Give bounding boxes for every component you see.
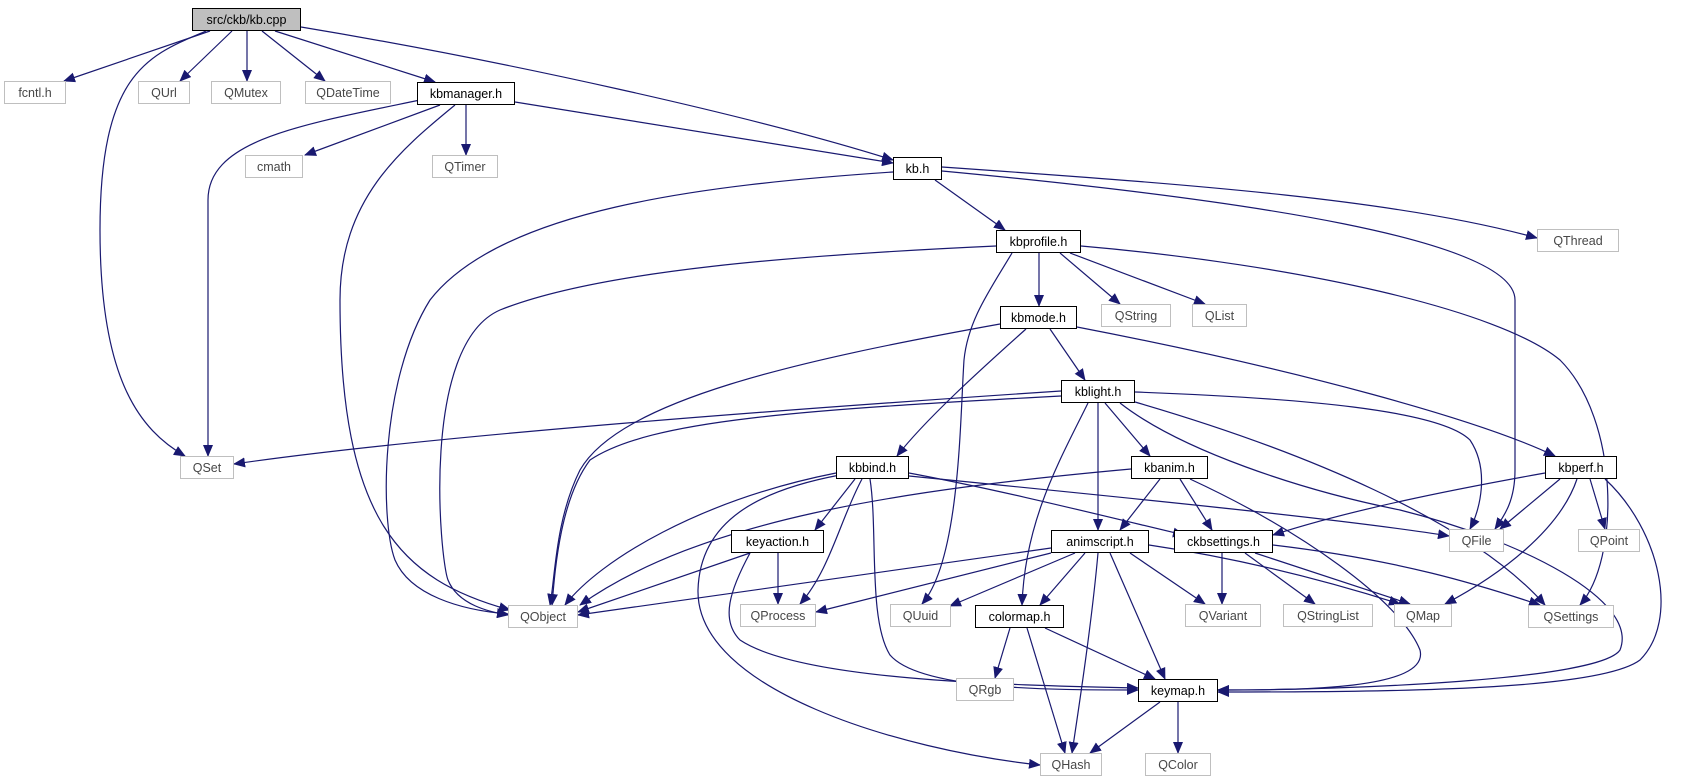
node-qpoint: QPoint: [1578, 529, 1640, 552]
node-kblight-h[interactable]: kblight.h: [1061, 380, 1135, 403]
node-fcntl-h: fcntl.h: [4, 81, 66, 104]
edge-kbmode-to-kblight: [1049, 328, 1086, 381]
node-kbperf-h[interactable]: kbperf.h: [1545, 456, 1617, 479]
edge-kbcpp-to-qurl: [179, 30, 233, 82]
edge-kbprofile-to-qstring: [1059, 252, 1121, 305]
edge-kbanim-to-qobject: [579, 468, 1132, 606]
edge-kbprofile-to-qlist: [1069, 252, 1206, 305]
edge-ckbsettings-to-qsettings: [1272, 544, 1541, 607]
node-quuid: QUuid: [890, 604, 951, 627]
edge-kbanim-to-animscript: [1119, 478, 1161, 531]
node-qstringlist: QStringList: [1283, 604, 1373, 627]
node-qcolor: QColor: [1145, 753, 1211, 776]
edge-kblight-to-qobject: [547, 395, 1062, 606]
edge-kbmode-to-kbbind: [896, 328, 1027, 457]
edge-animscript-to-quuid: [949, 552, 1076, 607]
edge-kbperf-to-ckbsettings: [1272, 472, 1546, 537]
edge-kbperf-to-qmap: [1444, 478, 1578, 605]
edge-kbperf-to-qfile: [1499, 478, 1561, 530]
edge-kbcpp-to-kbmanager: [274, 30, 436, 84]
edge-kbanim-to-keymap: [1189, 478, 1421, 695]
edge-kb-to-qfile: [941, 170, 1516, 530]
edge-kbperf-to-keymap: [1217, 478, 1662, 697]
edge-ckbsettings-to-qstringlist: [1244, 552, 1316, 605]
edge-kblight-to-qset: [233, 390, 1062, 468]
node-qrgb: QRgb: [956, 678, 1014, 701]
edge-keyaction-to-keymap: [728, 552, 1139, 693]
edge-kblight-to-kbanim: [1104, 402, 1151, 457]
node-qstring: QString: [1101, 304, 1171, 327]
edge-colormap-to-qrgb: [993, 627, 1011, 679]
edge-ckbsettings-to-qmap: [1254, 552, 1411, 606]
node-qdatetime: QDateTime: [305, 81, 391, 104]
edge-keyaction-to-qobject: [577, 552, 751, 614]
edge-kbbind-to-qobject: [564, 472, 837, 606]
edge-kbanim-to-ckbsettings: [1179, 478, 1213, 531]
edge-keymap-to-qhash: [1089, 701, 1161, 754]
node-qmutex: QMutex: [211, 81, 281, 104]
node-qvariant: QVariant: [1185, 604, 1261, 627]
node-qthread: QThread: [1537, 229, 1619, 252]
node-keyaction-h[interactable]: keyaction.h: [731, 530, 824, 553]
node-kb-cpp: src/ckb/kb.cpp: [192, 8, 301, 31]
node-qset: QSet: [180, 456, 234, 479]
edge-kbbind-to-qhash: [697, 474, 1041, 769]
node-qtimer: QTimer: [432, 155, 498, 178]
edge-kbmode-to-qobject: [547, 323, 1001, 606]
node-qurl: QUrl: [138, 81, 190, 104]
edge-animscript-to-colormap: [1039, 552, 1086, 606]
edge-animscript-to-keymap: [1109, 552, 1166, 680]
node-kbanim-h[interactable]: kbanim.h: [1131, 456, 1208, 479]
node-qhash: QHash: [1040, 753, 1102, 776]
node-qmap: QMap: [1394, 604, 1452, 627]
edge-kbmanager-to-qobject: [339, 104, 511, 612]
edge-kb-to-kbprofile: [934, 179, 1006, 231]
node-kbmanager-h[interactable]: kbmanager.h: [417, 82, 515, 105]
edge-kbbind-to-qfile: [908, 475, 1450, 540]
edge-kbperf-to-qpoint: [1589, 478, 1607, 530]
node-qsettings: QSettings: [1528, 605, 1614, 628]
edge-kbcpp-to-qdatetime: [261, 30, 326, 82]
edge-kbmanager-to-qset: [203, 99, 421, 457]
node-kbprofile-h[interactable]: kbprofile.h: [996, 230, 1081, 253]
edge-animscript-to-qobject: [577, 547, 1052, 619]
edge-animscript-to-qhash: [1068, 552, 1099, 754]
node-qprocess: QProcess: [740, 604, 816, 627]
edge-kblight-to-qsettings: [1134, 401, 1546, 606]
edge-kblight-to-keymap: [1119, 402, 1623, 695]
node-qlist: QList: [1192, 304, 1247, 327]
node-qobject: QObject: [508, 605, 578, 628]
edge-kbprofile-to-qsettings: [1080, 245, 1609, 606]
edge-kbbind-to-qprocess: [799, 478, 863, 605]
node-colormap-h[interactable]: colormap.h: [975, 605, 1064, 628]
edge-kbbind-to-keymap: [869, 478, 1139, 695]
edge-kb-to-qobject: [385, 171, 894, 619]
edge-kbmanager-to-kb: [514, 101, 894, 167]
edge-kb-to-qthread: [941, 166, 1538, 240]
node-animscript-h[interactable]: animscript.h: [1051, 530, 1149, 553]
edge-kbmanager-to-cmath: [304, 104, 441, 156]
edge-colormap-to-qhash: [1026, 627, 1067, 754]
node-cmath: cmath: [245, 155, 303, 178]
edges-layer: [63, 26, 1662, 769]
node-keymap-h[interactable]: keymap.h: [1138, 679, 1218, 702]
node-kbmode-h[interactable]: kbmode.h: [1000, 306, 1077, 329]
edge-kblight-to-qfile: [1134, 391, 1483, 530]
edge-kbprofile-to-quuid: [921, 252, 1013, 605]
node-ckbsettings-h[interactable]: ckbsettings.h: [1174, 530, 1273, 553]
edge-kbcpp-to-kb: [300, 26, 894, 162]
edge-kbmode-to-kbperf: [1076, 326, 1556, 457]
edge-kbbind-to-keyaction: [814, 478, 856, 531]
node-qfile: QFile: [1449, 529, 1504, 552]
edge-animscript-to-qprocess: [815, 552, 1052, 615]
node-kb-h[interactable]: kb.h: [893, 157, 942, 180]
edge-kbcpp-to-qset: [99, 30, 207, 457]
edge-kbprofile-to-qobject: [439, 245, 997, 619]
edge-animscript-to-qvariant: [1129, 552, 1206, 605]
node-kbbind-h[interactable]: kbbind.h: [836, 456, 909, 479]
edge-colormap-to-keymap: [1044, 627, 1156, 680]
